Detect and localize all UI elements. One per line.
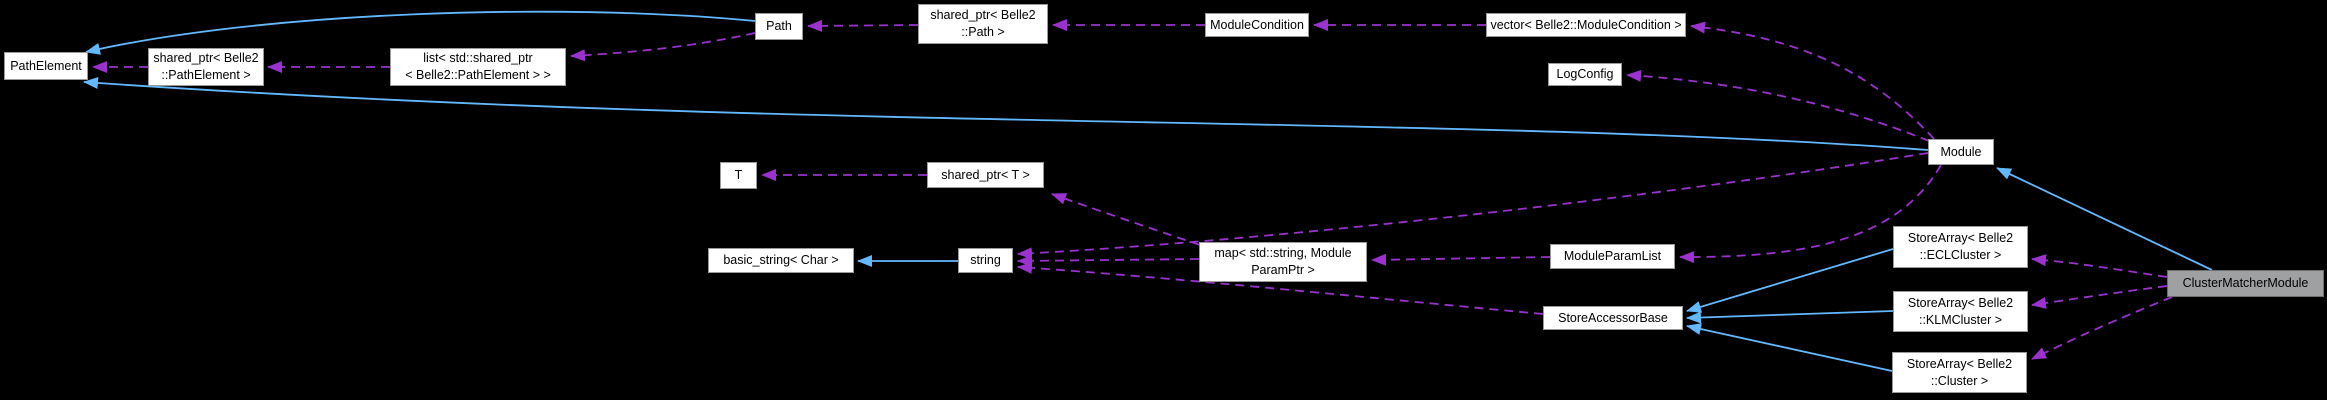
node-label: basic_string< Char > xyxy=(723,253,839,267)
edge-storeaccessorbase-to-string xyxy=(1017,261,1544,315)
node-label: LogConfig xyxy=(1556,67,1614,81)
node-label: ParamPtr > xyxy=(1251,263,1315,277)
edge-module-to-string xyxy=(1017,152,1929,260)
node-label: StoreArray< Belle2 xyxy=(1907,231,2014,245)
node-label: ::PathElement > xyxy=(161,68,251,82)
node-basic-string[interactable]: basic_string< Char > xyxy=(708,248,854,273)
node-label: string xyxy=(970,253,1001,267)
node-module[interactable]: Module xyxy=(1928,139,1994,165)
edge-module-to-moduleparamlist xyxy=(1679,164,1942,264)
node-label: StoreAccessorBase xyxy=(1558,310,1668,325)
edge-moduleparamlist-to-map xyxy=(1371,253,1551,266)
node-storearray-klmcluster[interactable]: StoreArray< Belle2 ::KLMCluster > xyxy=(1893,291,2028,332)
node-label: ::ECLCluster > xyxy=(1919,248,2002,262)
node-label: list< std::shared_ptr xyxy=(423,51,533,65)
node-string[interactable]: string xyxy=(958,248,1013,273)
node-label: ::Path > xyxy=(961,25,1005,39)
node-shared-ptr-t[interactable]: shared_ptr< T > xyxy=(927,162,1044,188)
node-label: T xyxy=(734,168,743,182)
node-map-moduleparamptr[interactable]: map< std::string, Module ParamPtr > xyxy=(1199,242,1367,282)
node-label: ::KLMCluster > xyxy=(1918,312,2002,327)
node-clustermatchermodule[interactable]: ClusterMatcherModule xyxy=(2167,270,2324,297)
node-storearray-cluster[interactable]: StoreArray< Belle2 ::Cluster > xyxy=(1892,352,2027,393)
node-label: StoreArray< Belle2 xyxy=(1907,295,2014,310)
node-modulecondition[interactable]: ModuleCondition xyxy=(1205,13,1309,37)
edge-path-to-pathelement xyxy=(85,10,756,55)
node-label: StoreArray< Belle2 xyxy=(1906,356,2013,371)
edge-clustermatcher-to-cluster xyxy=(2031,296,2173,360)
node-label: vector< Belle2::ModuleCondition > xyxy=(1490,17,1682,32)
node-label: PathElement xyxy=(10,58,82,73)
node-label: ::Cluster > xyxy=(1930,373,1989,388)
edge-module-to-pathelement xyxy=(83,76,1929,151)
edge-map-to-string xyxy=(1017,254,1200,267)
node-pathelement[interactable]: PathElement xyxy=(4,52,88,80)
edge-cluster-to-storeaccessorbase xyxy=(1686,323,1893,372)
node-shared-ptr-pathelement[interactable]: shared_ptr< Belle2 ::PathElement > xyxy=(148,48,264,86)
node-label: ClusterMatcherModule xyxy=(2182,276,2309,290)
node-moduleparamlist[interactable]: ModuleParamList xyxy=(1550,244,1675,269)
edge-map-to-sptrt xyxy=(1051,193,1201,246)
edge-module-to-logconfig xyxy=(1626,69,1930,142)
edge-clustermatcher-to-module xyxy=(1996,167,2213,271)
node-path[interactable]: Path xyxy=(755,13,803,40)
node-logconfig[interactable]: LogConfig xyxy=(1548,63,1622,86)
node-shared-ptr-path[interactable]: shared_ptr< Belle2 ::Path > xyxy=(918,4,1048,44)
node-label: < Belle2::PathElement > > xyxy=(405,68,551,82)
node-vector-modulecondition[interactable]: vector< Belle2::ModuleCondition > xyxy=(1486,13,1686,37)
edge-clustermatcher-to-klm xyxy=(2031,285,2168,309)
node-label: map< std::string, Module xyxy=(1214,246,1352,260)
node-label: ModuleParamList xyxy=(1563,249,1662,263)
node-label: shared_ptr< T > xyxy=(941,167,1030,182)
node-label: shared_ptr< Belle2 xyxy=(930,8,1036,22)
node-storearray-eclcluster[interactable]: StoreArray< Belle2 ::ECLCluster > xyxy=(1893,226,2028,268)
node-label: Module xyxy=(1940,144,1982,159)
node-label: ModuleCondition xyxy=(1210,17,1304,32)
node-label: shared_ptr< Belle2 xyxy=(153,51,259,65)
edge-ecl-to-storeaccessorbase xyxy=(1686,248,1894,313)
edge-clustermatcher-to-ecl xyxy=(2031,254,2168,278)
edge-klm-to-storeaccessorbase xyxy=(1686,310,1894,324)
node-list-shared-ptr-pathelement[interactable]: list< std::shared_ptr < Belle2::PathElem… xyxy=(390,48,566,86)
edge-path-to-list xyxy=(570,32,756,62)
node-storeaccessorbase[interactable]: StoreAccessorBase xyxy=(1543,306,1683,330)
edge-module-to-vector xyxy=(1690,21,1935,140)
node-label: Path xyxy=(766,19,792,33)
edge-sptrpath-to-path xyxy=(807,19,919,32)
node-t[interactable]: T xyxy=(720,162,757,189)
